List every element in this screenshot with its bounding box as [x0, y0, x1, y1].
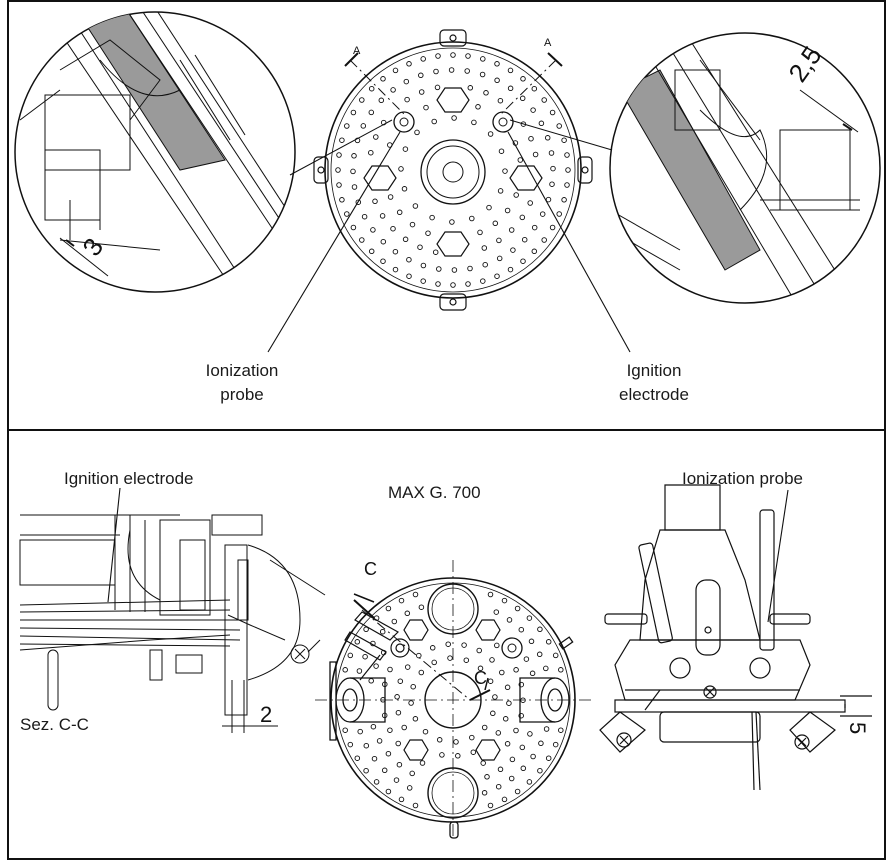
dim-gap-label: 2 [260, 702, 272, 727]
dim-left-label: 3 [76, 232, 109, 261]
top-panel: 3 2,5 [14, 11, 881, 404]
ionization-probe-label: Ionization probe [682, 469, 803, 488]
ionization-probe-label-line2: probe [220, 385, 263, 404]
bottom-panel: 2 Ignition electrode Sez. C-C MAX G. 700 [19, 469, 872, 840]
section-cc-label: Sez. C-C [20, 715, 89, 734]
detail-circle-left: 3 [14, 11, 296, 293]
dim-right-label: 2,5 [782, 41, 827, 88]
ignition-electrode-label: Ignition electrode [64, 469, 193, 488]
ionization-probe-label-line1: Ionization [206, 361, 279, 380]
section-c-top: C [364, 559, 377, 579]
burner-head-top-view: A A [313, 29, 593, 311]
model-title: MAX G. 700 [388, 483, 481, 502]
section-a-left: A [353, 45, 361, 57]
burner-perforations [335, 52, 571, 288]
side-view-ionization [599, 484, 872, 791]
section-a-right: A [544, 37, 552, 49]
ignition-electrode-label-line1: Ignition [627, 361, 682, 380]
section-view-cc [19, 514, 326, 733]
detail-circle-right: 2,5 [609, 32, 881, 304]
section-c-bottom: C [474, 668, 487, 688]
burner-head-front-view: C C [315, 559, 595, 840]
dim-right-five: 5 [845, 722, 870, 734]
burner-front-perforations [342, 591, 564, 809]
ignition-electrode-label-line2: electrode [619, 385, 689, 404]
